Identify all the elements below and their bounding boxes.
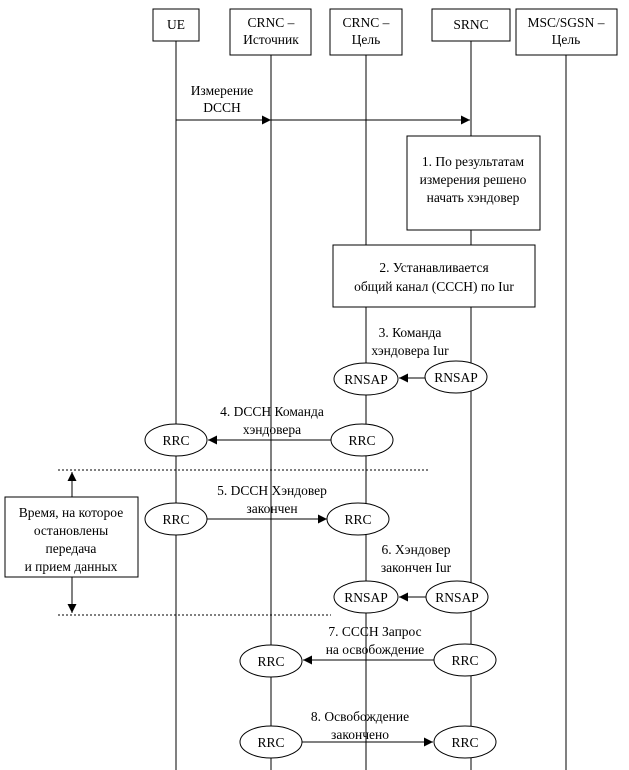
message-measurement-dcch: Измерение DCCH bbox=[176, 83, 470, 125]
rrc-label: RRC bbox=[257, 735, 284, 750]
rrc-label: RRC bbox=[451, 653, 478, 668]
message-label: закончен bbox=[246, 501, 297, 516]
message-label: закончено bbox=[331, 727, 389, 742]
rrc-label: RRC bbox=[162, 512, 189, 527]
entity-label-ue: UE bbox=[167, 17, 185, 32]
time-box-text: Время, на которое bbox=[19, 505, 123, 520]
rrc-label: RRC bbox=[344, 512, 371, 527]
message-4-dcch-handover-command: 4. DCCH Команда хэндовера RRC RRC bbox=[144, 404, 394, 457]
entity-label-msc-sgsn-2: Цель bbox=[552, 32, 581, 47]
entity-box-crnc-target bbox=[329, 8, 403, 56]
entity-label-crnc-source-2: Источник bbox=[243, 32, 299, 47]
rrc-node-ue bbox=[144, 423, 208, 457]
rnsap-node-srnc bbox=[424, 360, 488, 394]
message-7-ccch-release-request: 7. CCCH Запрос на освобождение RRC RRC bbox=[239, 624, 497, 678]
message-label: 4. DCCH Команда bbox=[220, 404, 324, 419]
step2-box: 2. Устанавливается общий канал (CCCH) по… bbox=[332, 244, 536, 308]
message-label: 6. Хэндовер bbox=[382, 542, 451, 557]
message-label: на освобождение bbox=[326, 642, 425, 657]
entity-label-srnc: SRNC bbox=[453, 17, 488, 32]
step1-box: 1. По результатам измерения решено начат… bbox=[406, 135, 541, 231]
message-label: 5. DCCH Хэндовер bbox=[217, 483, 327, 498]
message-label: 7. CCCH Запрос bbox=[328, 624, 421, 639]
time-box-text: передача bbox=[46, 541, 97, 556]
rnsap-label: RNSAP bbox=[344, 372, 388, 387]
step2-text: общий канал (CCCH) по Iur bbox=[354, 279, 514, 294]
step1-rect bbox=[406, 135, 541, 231]
step1-text: измерения решено bbox=[420, 172, 527, 187]
step2-rect bbox=[332, 244, 536, 308]
rnsap-node-target bbox=[333, 580, 399, 614]
message-label: 3. Команда bbox=[379, 325, 442, 340]
message-label: 8. Освобождение bbox=[311, 709, 409, 724]
rnsap-label: RNSAP bbox=[434, 370, 478, 385]
step1-text: начать хэндовер bbox=[427, 190, 520, 205]
entity-label-crnc-target-1: CRNC – bbox=[343, 15, 390, 30]
rrc-label: RRC bbox=[162, 433, 189, 448]
entity-headers: UE CRNC – Источник CRNC – Цель SRNC MSC/… bbox=[152, 8, 618, 56]
rrc-label: RRC bbox=[348, 433, 375, 448]
entity-box-crnc-source bbox=[229, 8, 312, 56]
rrc-node-srnc bbox=[433, 725, 497, 759]
message-5-dcch-handover-complete: 5. DCCH Хэндовер закончен RRC RRC bbox=[144, 483, 390, 536]
message-label: Измерение bbox=[191, 83, 254, 98]
message-8-release-complete: 8. Освобождение закончено RRC RRC bbox=[239, 709, 497, 759]
time-box-rect bbox=[4, 496, 139, 578]
entity-label-msc-sgsn-1: MSC/SGSN – bbox=[528, 15, 605, 30]
entity-label-crnc-target-2: Цель bbox=[352, 32, 381, 47]
time-box-text: и прием данных bbox=[25, 559, 118, 574]
step1-text: 1. По результатам bbox=[422, 154, 525, 169]
entity-label-crnc-source-1: CRNC – bbox=[248, 15, 295, 30]
time-box-text: остановлены bbox=[34, 523, 108, 538]
rrc-label: RRC bbox=[257, 654, 284, 669]
rrc-label: RRC bbox=[451, 735, 478, 750]
entity-box-srnc bbox=[431, 8, 511, 42]
rrc-node-source bbox=[239, 644, 303, 678]
message-label: DCCH bbox=[203, 100, 241, 115]
step2-text: 2. Устанавливается bbox=[379, 260, 488, 275]
message-label: закончен Iur bbox=[381, 560, 452, 575]
entity-box-ue bbox=[152, 8, 200, 42]
rnsap-label: RNSAP bbox=[435, 590, 479, 605]
message-label: хэндовера bbox=[243, 422, 301, 437]
message-label: хэндовера Iur bbox=[371, 343, 449, 358]
rnsap-node-target bbox=[333, 362, 399, 396]
message-6-handover-complete-iur: 6. Хэндовер закончен Iur RNSAP RNSAP bbox=[333, 542, 489, 614]
entity-box-msc-sgsn bbox=[515, 8, 618, 56]
time-box: Время, на которое остановлены передача и… bbox=[4, 496, 139, 578]
message-3-handover-command-iur: 3. Команда хэндовера Iur RNSAP RNSAP bbox=[333, 325, 488, 396]
rnsap-label: RNSAP bbox=[344, 590, 388, 605]
